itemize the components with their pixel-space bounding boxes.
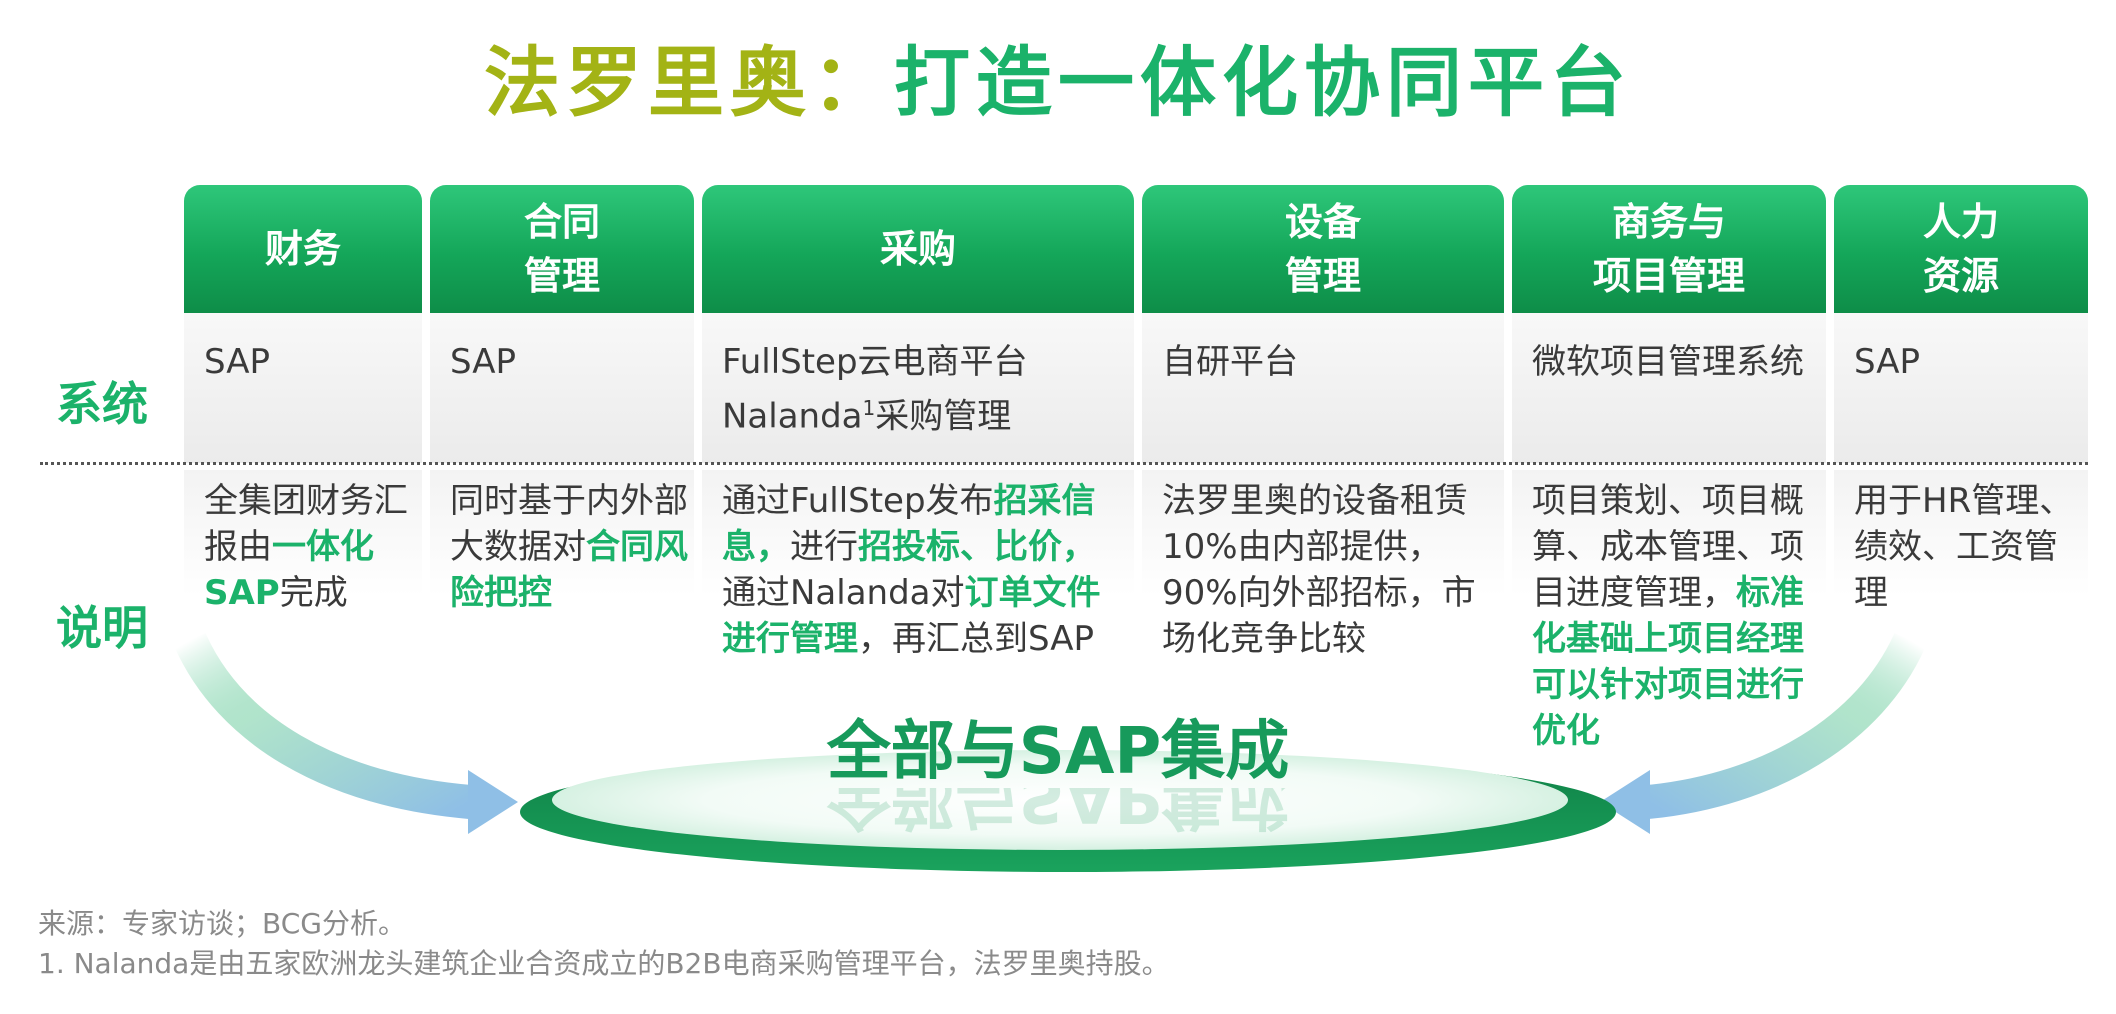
system-text: SAP	[204, 342, 270, 382]
desc-text: 法罗里奥的设备租赁10%由内部提供，90%向外部招标，市场化竞争比较	[1162, 481, 1476, 659]
desc-text: 进行	[790, 527, 858, 567]
desc-text: 通过FullStep发布	[722, 481, 994, 521]
footnote-1: 1. Nalanda是由五家欧洲龙头建筑企业合资成立的B2B电商采购管理平台，法…	[38, 947, 1170, 980]
desc-highlight: 标准化基础上项目经理可以针对项目进行优化	[1532, 573, 1804, 751]
desc-cell-contract: 同时基于内外部大数据对合同风险把控	[430, 470, 694, 770]
desc-highlight: 招采信息，	[722, 481, 1096, 567]
row-label-description: 说明	[56, 601, 148, 655]
source-note: 来源：专家访谈；BCG分析。	[38, 907, 406, 940]
system-cell-finance: SAP	[184, 313, 422, 463]
column-header-business-project: 商务与 项目管理	[1512, 185, 1826, 313]
desc-text: 用于HR管理、绩效、工资管理	[1854, 481, 2074, 613]
desc-cell-procurement: 通过FullStep发布招采信息，进行招投标、比价， 通过Nalanda对订单文件…	[702, 470, 1134, 770]
desc-highlight: 合同风险把控	[450, 527, 688, 613]
integration-ellipse	[552, 750, 1568, 850]
desc-cell-business-project: 项目策划、项目概算、成本管理、项目进度管理，标准化基础上项目经理可以针对项目进行…	[1512, 470, 1826, 770]
footnote-marker: 1	[862, 396, 876, 420]
column-header-hr: 人力 资源	[1834, 185, 2088, 313]
row-divider	[40, 462, 2088, 465]
desc-text: 完成	[279, 573, 348, 613]
system-cell-contract: SAP	[430, 313, 694, 463]
system-text: 微软项目管理系统	[1532, 342, 1804, 382]
system-cell-hr: SAP	[1834, 313, 2088, 463]
desc-text: 全集团财务汇报由	[204, 481, 408, 567]
title-headline: 打造一体化协同平台	[894, 38, 1632, 127]
desc-text: ，再汇总到SAP	[858, 619, 1094, 659]
column-header-equipment: 设备 管理	[1142, 185, 1504, 313]
desc-text: 通过Nalanda对	[722, 573, 965, 613]
desc-cell-finance: 全集团财务汇报由一体化SAP完成	[184, 470, 422, 770]
desc-highlight: 一体化SAP	[204, 527, 374, 613]
system-cell-procurement: FullStep云电商平台 Nalanda1采购管理	[702, 313, 1134, 463]
integration-label: 全部与SAP集成	[826, 715, 1290, 789]
system-text-line2-rest: 采购管理	[875, 396, 1012, 437]
integration-label-reflection: 全部与SAP集成	[826, 788, 1290, 835]
system-text: SAP	[1854, 342, 1920, 382]
system-text: SAP	[450, 342, 516, 382]
right-arrow-head	[1600, 770, 1650, 834]
row-label-system: 系统	[56, 377, 148, 431]
desc-text: 项目策划、项目概算、成本管理、项目进度管理，	[1532, 481, 1804, 613]
page-title: 法罗里奥：打造一体化协同平台	[0, 38, 2116, 128]
system-text: 自研平台	[1162, 342, 1298, 382]
system-cell-business-project: 微软项目管理系统	[1512, 313, 1826, 463]
column-header-finance: 财务	[184, 185, 422, 313]
left-arrow-head	[468, 770, 518, 834]
system-text: FullStep云电商平台	[722, 342, 1028, 382]
desc-cell-hr: 用于HR管理、绩效、工资管理	[1834, 470, 2088, 770]
column-header-procurement: 采购	[702, 185, 1134, 313]
desc-cell-equipment: 法罗里奥的设备租赁10%由内部提供，90%向外部招标，市场化竞争比较	[1142, 470, 1504, 770]
title-brand: 法罗里奥：	[484, 38, 894, 127]
desc-text: 同时基于内外部大数据对	[450, 481, 688, 567]
system-cell-equipment: 自研平台	[1142, 313, 1504, 463]
column-header-contract: 合同 管理	[430, 185, 694, 313]
system-text-line2: Nalanda	[722, 396, 863, 437]
desc-highlight: 招投标、比价，	[858, 527, 1096, 567]
desc-highlight: 订单文件进行管理	[722, 573, 1101, 659]
